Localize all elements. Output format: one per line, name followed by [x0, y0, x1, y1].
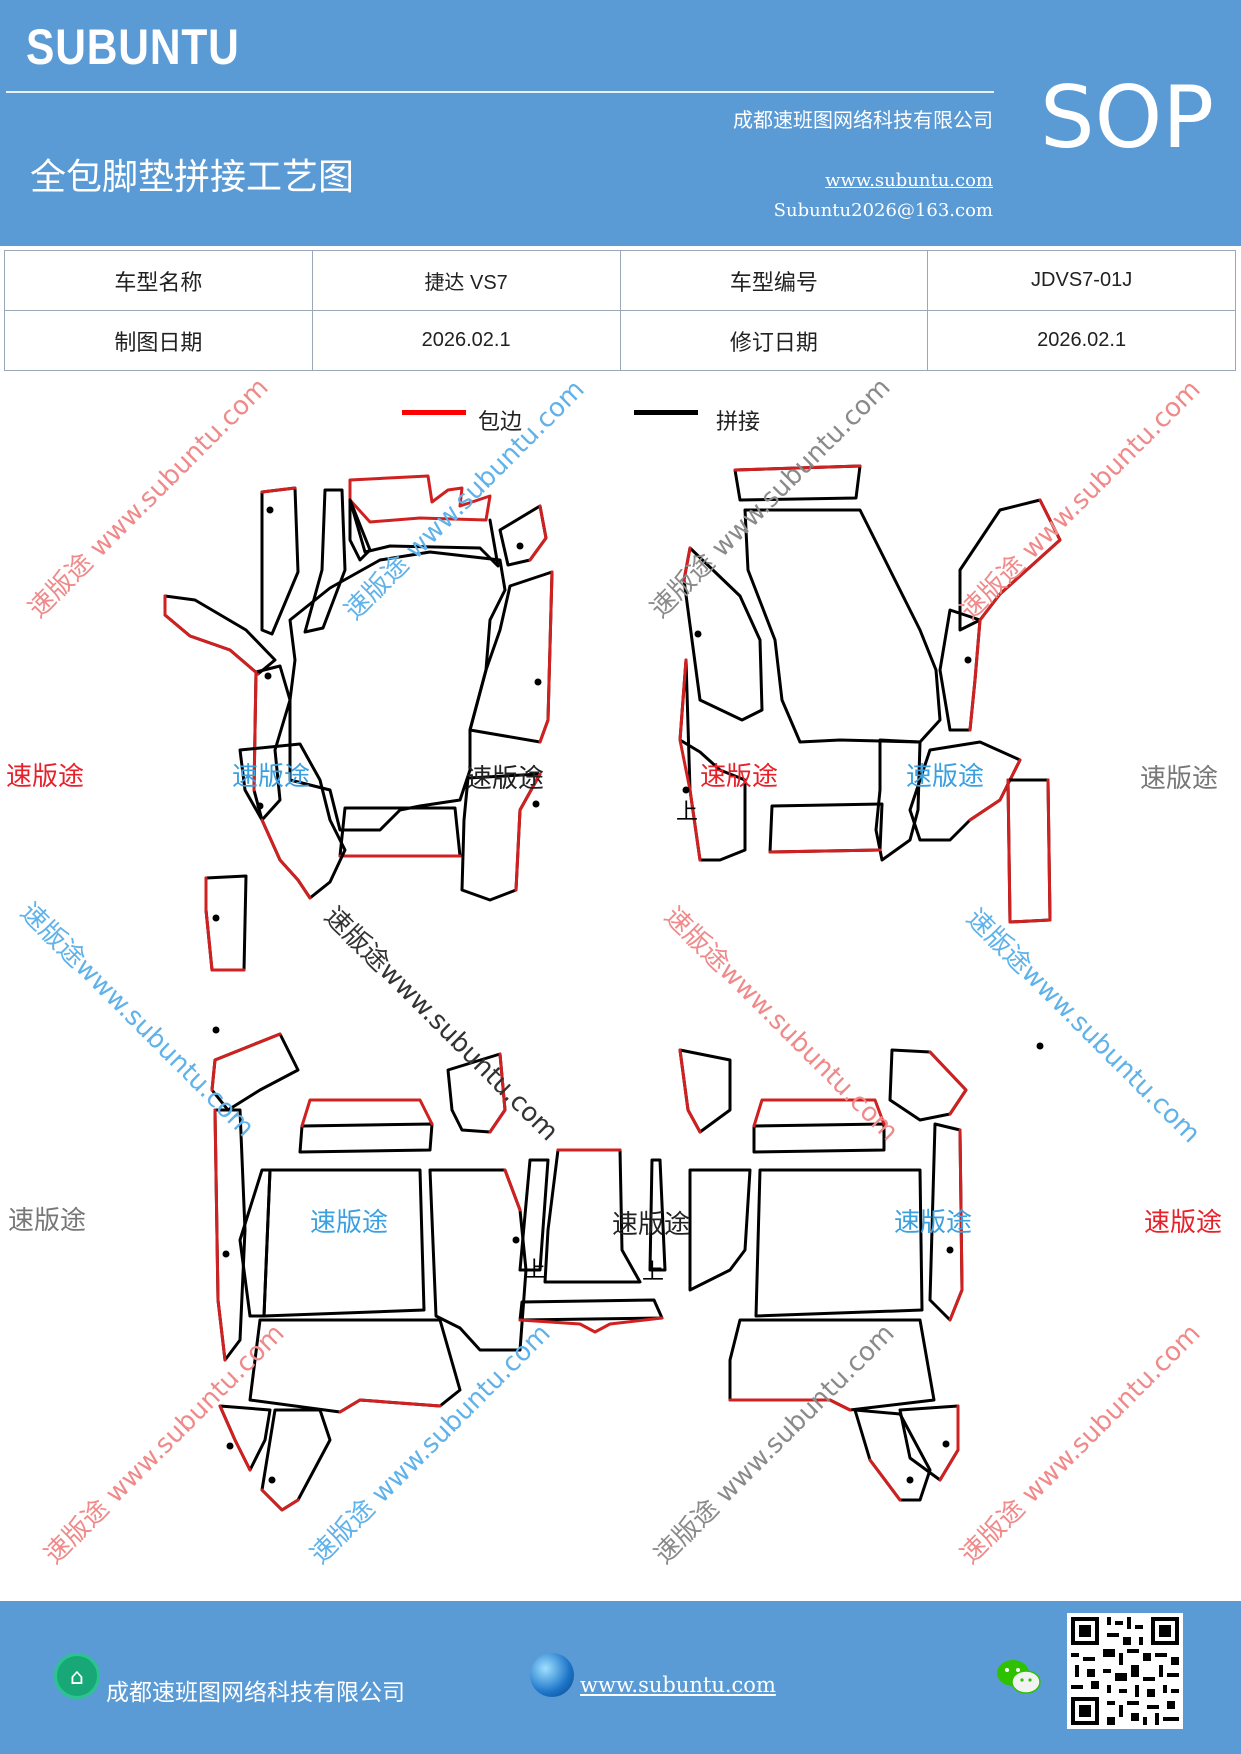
- header-email[interactable]: Subuntu2026@163.com: [773, 200, 993, 221]
- brand-logo: SUBUNTU: [26, 19, 240, 75]
- header-website-link[interactable]: www.subuntu.com: [825, 170, 993, 191]
- watermark-text: 速版途: [310, 1208, 389, 1238]
- watermark-text: 速版途: [1144, 1208, 1223, 1238]
- watermark-text: 速版途: [466, 764, 545, 794]
- model-name-value: 捷达 VS7: [311, 250, 621, 311]
- up-mark: 上: [676, 800, 699, 825]
- revision-date-label: 修订日期: [619, 310, 929, 371]
- up-mark: 上: [642, 1260, 665, 1285]
- up-mark: 上: [524, 1258, 547, 1283]
- front-left-mat-group: [163, 474, 554, 972]
- draw-date-value: 2026.02.1: [311, 310, 621, 371]
- footer-banner: ⌂ 成都速班图网络科技有限公司 www.subuntu.com: [0, 1601, 1241, 1754]
- watermark-text: 速版途: [894, 1208, 973, 1238]
- watermark-text: 速版途: [8, 1206, 87, 1236]
- rear-right-mat-group: [678, 1048, 968, 1502]
- table-row: 制图日期 2026.02.1 修订日期 2026.02.1: [4, 310, 1236, 371]
- watermark-text: 速版途: [232, 762, 311, 792]
- front-right-mat-group: [678, 464, 1062, 924]
- model-code-value: JDVS7-01J: [927, 250, 1236, 311]
- watermark-text: 速版途: [612, 1210, 691, 1240]
- legend-join-label: 拼接: [716, 410, 761, 435]
- header-company: 成都速班图网络科技有限公司: [733, 108, 993, 132]
- wechat-icon[interactable]: [996, 1657, 1042, 1697]
- footer-company: 成都速班图网络科技有限公司: [106, 1680, 405, 1706]
- model-code-label: 车型编号: [619, 250, 929, 311]
- globe-icon: [530, 1653, 574, 1697]
- footer-website-link[interactable]: www.subuntu.com: [580, 1673, 776, 1697]
- legend-edge-swatch: [402, 410, 466, 415]
- header-divider: [6, 91, 994, 93]
- watermark-text: 速版途: [6, 762, 85, 792]
- rear-left-mat-group: [210, 1032, 528, 1512]
- info-table: 车型名称 捷达 VS7 车型编号 JDVS7-01J 制图日期 2026.02.…: [4, 250, 1236, 371]
- mat-splice-diagram: [163, 464, 1062, 1512]
- legend-join-swatch: [634, 410, 698, 415]
- sop-badge: SOP: [1040, 68, 1215, 168]
- table-row: 车型名称 捷达 VS7 车型编号 JDVS7-01J: [4, 250, 1236, 311]
- page-title: 全包脚垫拼接工艺图: [30, 157, 355, 198]
- draw-date-label: 制图日期: [4, 310, 313, 371]
- legend-edge-label: 包边: [478, 410, 523, 435]
- revision-date-value: 2026.02.1: [927, 310, 1236, 371]
- model-name-label: 车型名称: [4, 250, 313, 311]
- watermark-text: 速版途: [1140, 764, 1219, 794]
- marker-dots: [212, 506, 1044, 1484]
- watermark-text: 速版途: [906, 762, 985, 792]
- qr-code[interactable]: [1067, 1613, 1183, 1729]
- rear-center-mat-group: [518, 1148, 667, 1334]
- header-banner: SUBUNTU 成都速班图网络科技有限公司 全包脚垫拼接工艺图 www.subu…: [0, 0, 1241, 246]
- watermark-text: 速版途: [700, 762, 779, 792]
- home-icon: ⌂: [54, 1653, 100, 1699]
